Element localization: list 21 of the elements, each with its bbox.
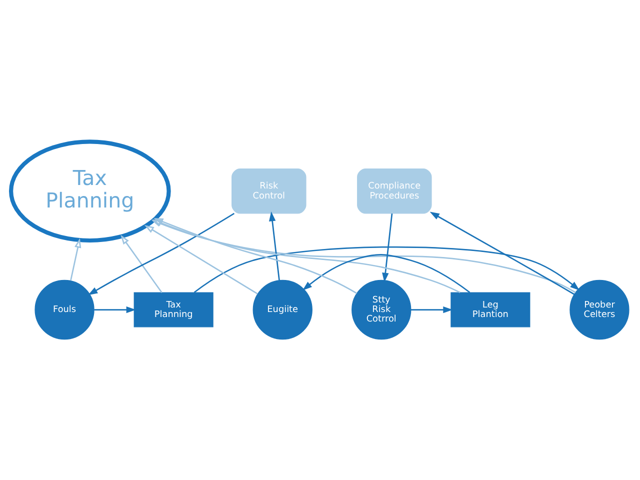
arrow <box>430 211 574 294</box>
arrow <box>94 306 136 313</box>
node-ellipse: Tax Planning <box>8 139 171 242</box>
arrow <box>410 306 453 313</box>
arrow <box>268 211 280 280</box>
arrow <box>382 213 393 282</box>
arrow <box>152 218 460 293</box>
arrow <box>88 212 235 295</box>
arrow <box>70 238 82 280</box>
node-box: Risk Control <box>232 168 306 214</box>
arrow <box>194 246 580 292</box>
node-box: Leg Plantion <box>450 292 530 327</box>
arrow <box>154 218 358 294</box>
node-circle: Fouls <box>34 279 94 340</box>
arrow <box>144 224 258 294</box>
node-box: Compliance Procedures <box>357 168 432 214</box>
arrow <box>120 234 162 293</box>
arrow <box>151 219 576 293</box>
arrow <box>302 254 470 292</box>
node-box: Tax Planning <box>134 292 214 327</box>
node-circle: Stty Risk Cotrrol <box>352 279 412 340</box>
